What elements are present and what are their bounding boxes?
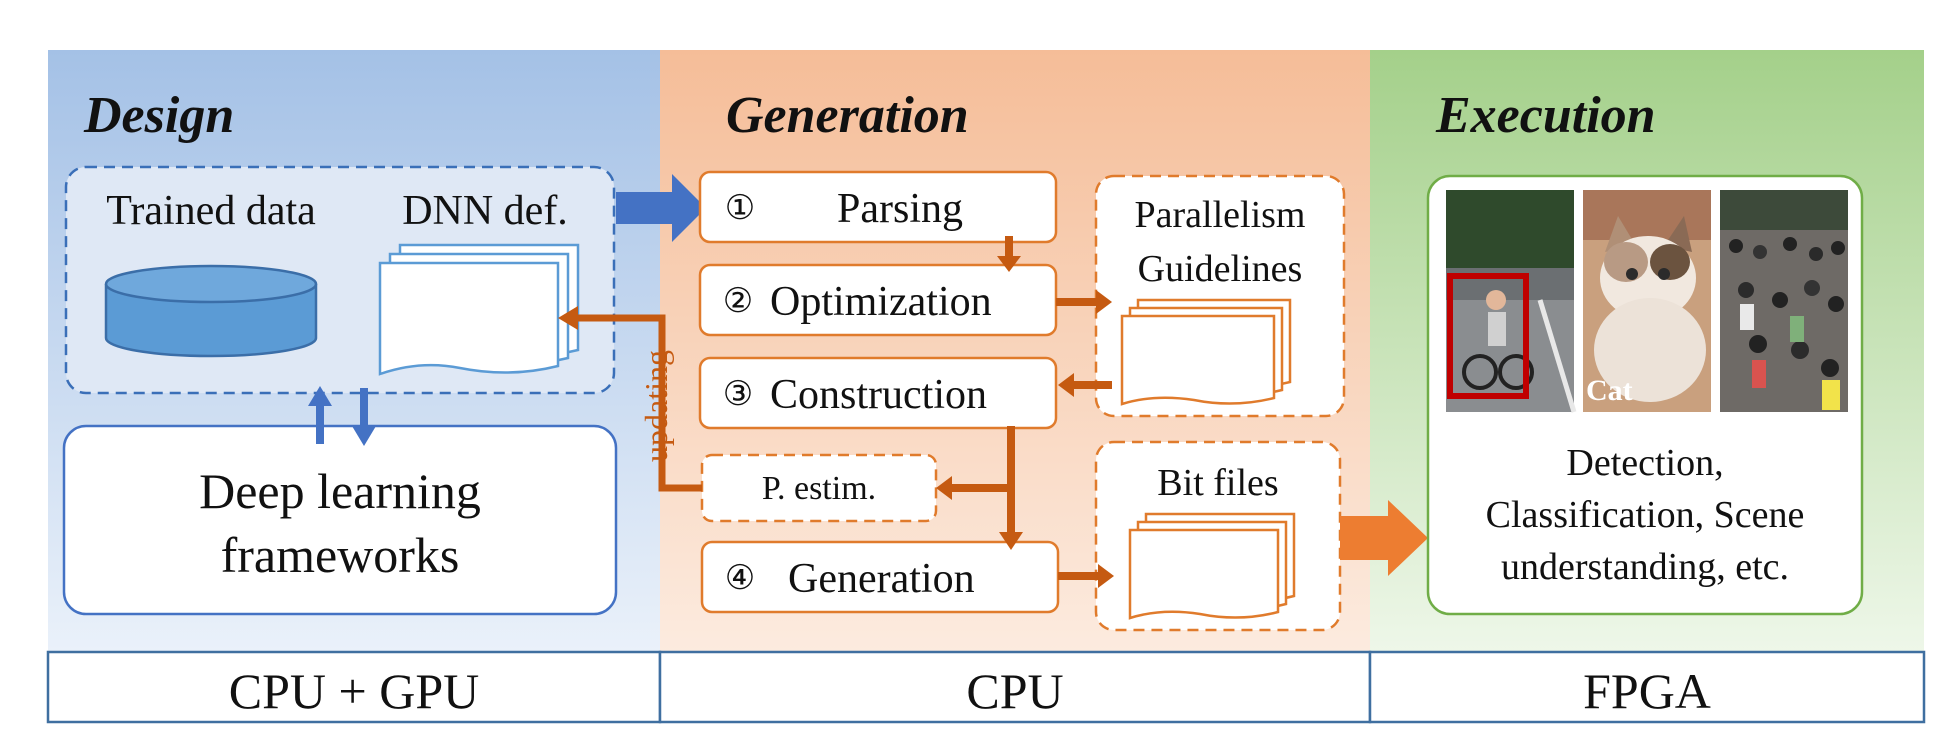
execution-section-title: Execution xyxy=(1436,87,1656,144)
tasks-line1: Detection, xyxy=(1566,442,1724,484)
deep-learning-frameworks-line1: Deep learning xyxy=(199,463,481,519)
guidelines-label-line2: Guidelines xyxy=(1137,248,1303,290)
deep-learning-frameworks-box xyxy=(62,424,618,616)
deep-learning-frameworks-line2: frameworks xyxy=(220,527,460,583)
step-1-label: Parsing xyxy=(837,186,963,232)
dnn-definition-document-icon xyxy=(378,243,580,376)
design-section-title: Design xyxy=(84,87,235,144)
execution-hardware-label: FPGA xyxy=(1583,663,1711,719)
bit-files-label: Bit files xyxy=(1157,462,1279,504)
generation-to-execution-arrow xyxy=(1340,500,1428,576)
design-hardware-label: CPU + GPU xyxy=(228,663,480,719)
generation-hardware-label: CPU xyxy=(966,663,1064,719)
step-2-number: ② xyxy=(722,283,754,320)
bit-files-group xyxy=(1094,440,1342,632)
guidelines-document-icon xyxy=(1120,298,1292,406)
step-2-label: Optimization xyxy=(770,279,992,325)
framework-exchange-arrows-icon xyxy=(308,386,376,446)
trained-data-label: Trained data xyxy=(106,188,316,234)
generation-section-title: Generation xyxy=(726,87,969,144)
updating-feedback-label: updating xyxy=(638,350,674,462)
guidelines-group xyxy=(1094,174,1346,418)
step-1-number: ① xyxy=(724,190,756,227)
crowd-scene-image xyxy=(1720,190,1848,412)
tasks-line3: understanding, etc. xyxy=(1500,546,1790,588)
bit-files-document-icon xyxy=(1128,512,1296,620)
step-4-label: Generation xyxy=(788,556,975,602)
step-boxes xyxy=(698,170,1060,614)
guidelines-label-line1: Parallelism xyxy=(1134,194,1306,236)
cat-image-label: Cat xyxy=(1586,374,1633,407)
dnn-definition-label: DNN def. xyxy=(402,188,568,234)
tasks-line2: Classification, Scene xyxy=(1485,494,1805,536)
design-to-parsing-arrow xyxy=(616,174,706,242)
step-4-number: ④ xyxy=(724,560,756,597)
performance-estimator-label: P. estim. xyxy=(761,470,877,507)
database-icon xyxy=(104,264,318,358)
flow-connectors xyxy=(558,236,1114,588)
hardware-strip xyxy=(46,650,1926,724)
step-3-label: Construction xyxy=(770,372,987,418)
cyclist-detection-image xyxy=(1446,190,1577,413)
cat-classification-image xyxy=(1583,190,1711,412)
step-3-number: ③ xyxy=(722,376,754,413)
